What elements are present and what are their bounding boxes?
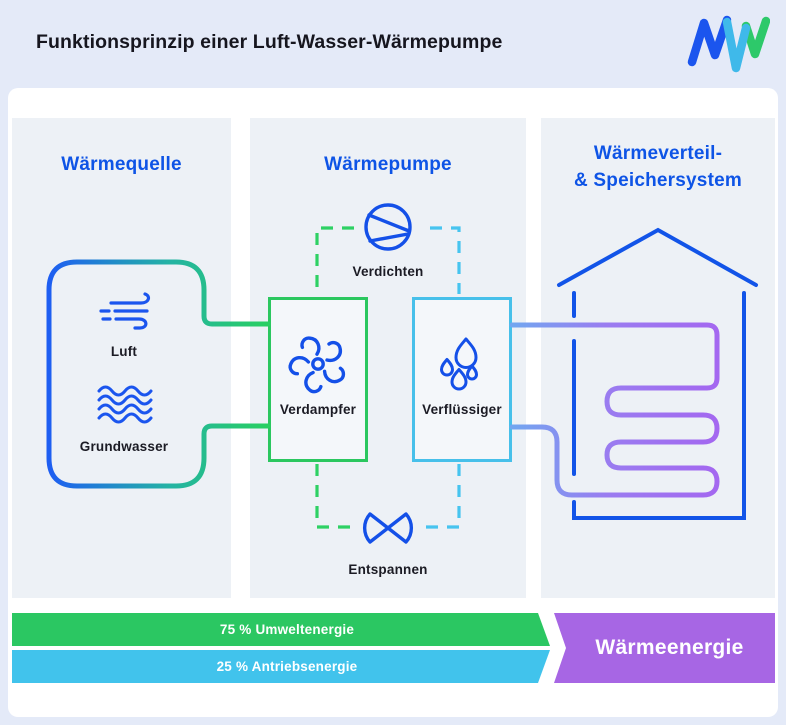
verdampfer-label: Verdampfer [279, 402, 357, 417]
environment-energy-bar: 75 % Umweltenergie [12, 613, 550, 646]
panel-title-verteilung-line1: Wärmeverteil- [593, 143, 723, 164]
verdichten-label: Verdichten [352, 264, 424, 279]
verfluessiger-label: Verflüssiger [422, 402, 502, 417]
heat-energy-label: Wärmeenergie [595, 636, 744, 659]
panel-waermeverteilung: Wärmeverteil- & Speichersystem [541, 118, 775, 598]
mvv-logo [684, 10, 770, 74]
logo-stroke-v-green [741, 16, 770, 59]
panel-title-verteilung-line2: & Speichersystem [574, 170, 742, 191]
panel-title-waermepumpe: Wärmepumpe [324, 154, 452, 175]
page-title: Funktionsprinzip einer Luft-Wasser-Wärme… [36, 31, 503, 53]
grundwasser-label: Grundwasser [79, 439, 169, 454]
verfluessiger-box [412, 297, 512, 462]
drive-energy-label: 25 % Antriebsenergie [216, 659, 358, 674]
panel-title-waermequelle: Wärmequelle [61, 154, 182, 175]
entspannen-label: Entspannen [348, 562, 428, 577]
logo-stroke-m [687, 15, 732, 67]
environment-energy-label: 75 % Umweltenergie [219, 622, 355, 637]
drive-energy-bar: 25 % Antriebsenergie [12, 650, 550, 683]
logo-stroke-v-blue [722, 17, 751, 73]
heat-energy-output-arrow: Wärmeenergie [554, 613, 775, 683]
panel-title-verteilung: Wärmeverteil- & Speichersystem [541, 140, 775, 194]
verdampfer-box [268, 297, 368, 462]
luft-label: Luft [110, 344, 138, 359]
